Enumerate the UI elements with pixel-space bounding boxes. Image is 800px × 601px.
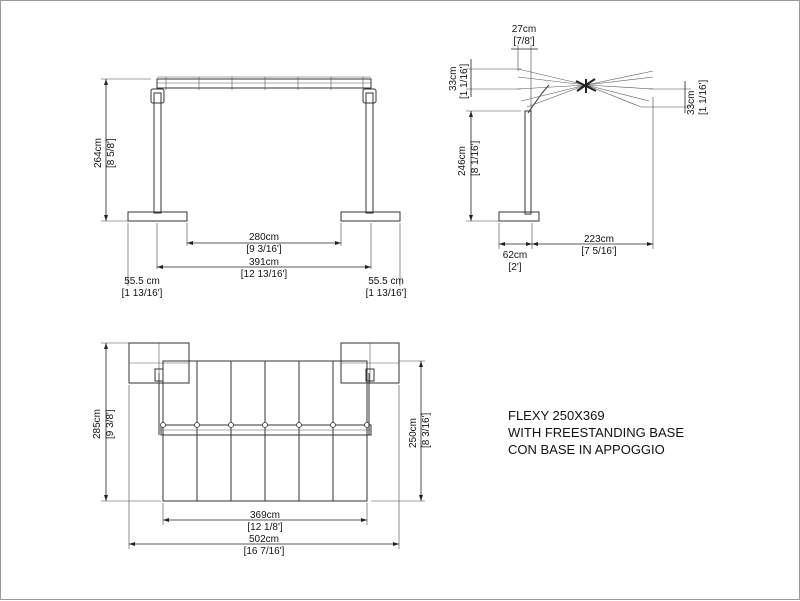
side-base-depth-label: 62cm bbox=[503, 250, 527, 261]
plan-canopy-width-label: 369cm bbox=[250, 510, 280, 521]
plan-canopy-depth-imperial: [8 3/16'] bbox=[421, 413, 432, 448]
title-line-1: FLEXY 250X369 bbox=[508, 408, 605, 423]
front-total-width-imperial: [12 13/16'] bbox=[241, 269, 288, 280]
side-left-lift-imperial: [1 1/16'] bbox=[459, 64, 470, 99]
plan-depth-imperial: [9 3/8'] bbox=[105, 409, 116, 439]
front-height-label: 264cm bbox=[93, 138, 104, 168]
plan-depth-label: 285cm bbox=[92, 409, 103, 439]
side-reach-imperial: [7 5/16'] bbox=[581, 246, 616, 257]
plan-total-width-imperial: [16 7/16'] bbox=[244, 546, 285, 557]
front-right-base-label: 55.5 cm bbox=[368, 276, 404, 287]
side-right-lift-label: 33cm bbox=[686, 91, 697, 115]
front-view: 264cm [8 5/8'] 280cm [9 3/16'] 391cm [12… bbox=[93, 76, 407, 299]
title-line-2: WITH FREESTANDING BASE bbox=[508, 425, 684, 440]
title-block: FLEXY 250X369 WITH FREESTANDING BASE CON… bbox=[508, 407, 768, 458]
front-left-base-label: 55.5 cm bbox=[124, 276, 160, 287]
side-view: 27cm [7/8'] 33cm [1 1/16'] 246cm [8 1/16… bbox=[448, 24, 709, 273]
plan-canopy-width-imperial: [12 1/8'] bbox=[247, 522, 282, 533]
plan-view: 285cm [9 3/8'] 250cm [8 3/16'] 369cm [12… bbox=[92, 342, 432, 557]
front-right-base-imperial: [1 13/16'] bbox=[366, 288, 407, 299]
plan-canopy-depth-label: 250cm bbox=[408, 418, 419, 448]
side-left-lift-label: 33cm bbox=[448, 67, 459, 91]
plan-total-width-label: 502cm bbox=[249, 534, 279, 545]
front-inner-width-label: 280cm bbox=[249, 232, 279, 243]
front-total-width-label: 391cm bbox=[249, 257, 279, 268]
side-post-height-label: 246cm bbox=[457, 146, 468, 176]
side-top-offset-label: 27cm bbox=[512, 24, 536, 35]
side-top-offset-imperial: [7/8'] bbox=[513, 36, 535, 47]
side-right-lift-imperial: [1 1/16'] bbox=[698, 80, 709, 115]
title-line-3: CON BASE IN APPOGGIO bbox=[508, 442, 665, 457]
side-base-depth-imperial: [2'] bbox=[508, 262, 521, 273]
side-post-height-imperial: [8 1/16'] bbox=[470, 141, 481, 176]
front-height-imperial: [8 5/8'] bbox=[106, 138, 117, 168]
front-left-base-imperial: [1 13/16'] bbox=[122, 288, 163, 299]
side-reach-label: 223cm bbox=[584, 234, 614, 245]
front-inner-width-imperial: [9 3/16'] bbox=[246, 244, 281, 255]
